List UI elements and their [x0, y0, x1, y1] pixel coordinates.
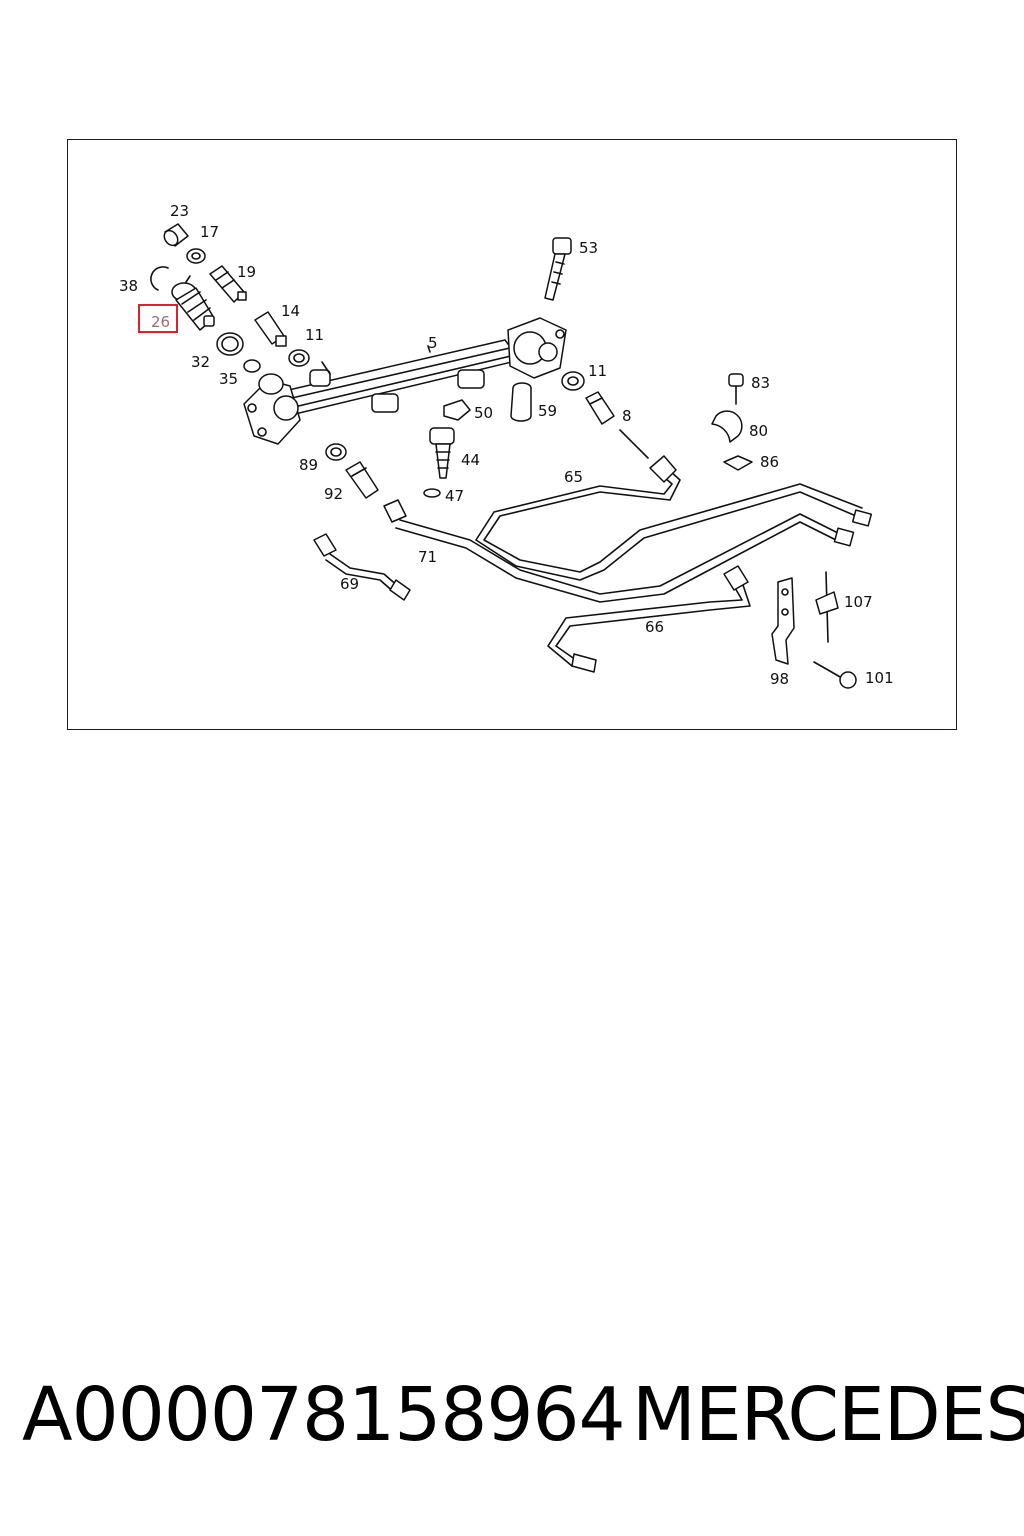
part-label-71[interactable]: 71 [418, 548, 438, 566]
part-label-17[interactable]: 17 [200, 223, 220, 241]
part-label-38[interactable]: 38 [119, 277, 139, 295]
part-66-fuel-line [547, 565, 751, 673]
part-label-83[interactable]: 83 [751, 374, 771, 392]
part-101-bolt [813, 661, 857, 689]
part-label-80[interactable]: 80 [749, 422, 769, 440]
part-98-bracket [771, 577, 795, 665]
part-19-valve [209, 265, 247, 303]
part-label-89[interactable]: 89 [299, 456, 319, 474]
part-label-47[interactable]: 47 [445, 487, 465, 505]
part-80-clamp [711, 410, 743, 443]
part-35-washer [243, 359, 261, 373]
part-32-o-ring [216, 332, 244, 356]
part-59-sleeve [510, 382, 532, 422]
part-label-44[interactable]: 44 [461, 451, 481, 469]
part-69-fuel-line [313, 533, 411, 601]
part-11-washer-left [288, 349, 310, 367]
part-65-fuel-line [475, 455, 873, 581]
part-47-seal [423, 488, 441, 498]
part-44-injector [429, 427, 455, 479]
leader-lines [321, 345, 431, 375]
fuel-rail-part [243, 317, 567, 445]
part-label-53[interactable]: 53 [579, 239, 599, 257]
part-label-50[interactable]: 50 [474, 404, 494, 422]
part-11-washer-right [561, 371, 585, 391]
part-label-8[interactable]: 8 [622, 407, 632, 425]
part-number: A000078158964 [22, 1372, 626, 1458]
part-86-nut [723, 455, 753, 471]
part-label-26[interactable]: 26 [138, 304, 179, 333]
part-label-35[interactable]: 35 [219, 370, 239, 388]
part-fuel-return-line [383, 499, 855, 603]
part-92-fitting [345, 461, 379, 499]
part-label-65[interactable]: 65 [564, 468, 584, 486]
part-26-pressure-regulator [171, 275, 215, 331]
part-89-washer [325, 443, 347, 461]
part-label-86[interactable]: 86 [760, 453, 780, 471]
diagram-frame [67, 139, 957, 730]
part-label-101[interactable]: 101 [865, 669, 894, 687]
part-label-69[interactable]: 69 [340, 575, 360, 593]
part-label-11a[interactable]: 11 [305, 326, 325, 344]
part-23-cap [163, 223, 189, 247]
part-53-bolt [544, 237, 572, 301]
part-label-14[interactable]: 14 [281, 302, 301, 320]
part-107-cable-tie [815, 571, 839, 643]
part-50-clip [443, 399, 471, 421]
part-label-107[interactable]: 107 [844, 593, 873, 611]
part-8-fitting [585, 391, 615, 425]
part-38-circlip [150, 266, 169, 291]
part-label-11b[interactable]: 11 [588, 362, 608, 380]
part-83-bolt [728, 373, 744, 405]
part-label-19[interactable]: 19 [237, 263, 257, 281]
part-label-23[interactable]: 23 [170, 202, 190, 220]
fuel-rail-exploded-diagram [150, 223, 873, 689]
part-label-92[interactable]: 92 [324, 485, 344, 503]
part-17-washer [186, 248, 206, 264]
part-label-5[interactable]: 5 [428, 334, 438, 352]
part-label-32[interactable]: 32 [191, 353, 211, 371]
part-14-fitting [254, 311, 287, 347]
brand-name: MERCEDES [632, 1372, 1024, 1458]
part-label-98[interactable]: 98 [770, 670, 790, 688]
part-label-66[interactable]: 66 [645, 618, 665, 636]
part-label-59[interactable]: 59 [538, 402, 558, 420]
